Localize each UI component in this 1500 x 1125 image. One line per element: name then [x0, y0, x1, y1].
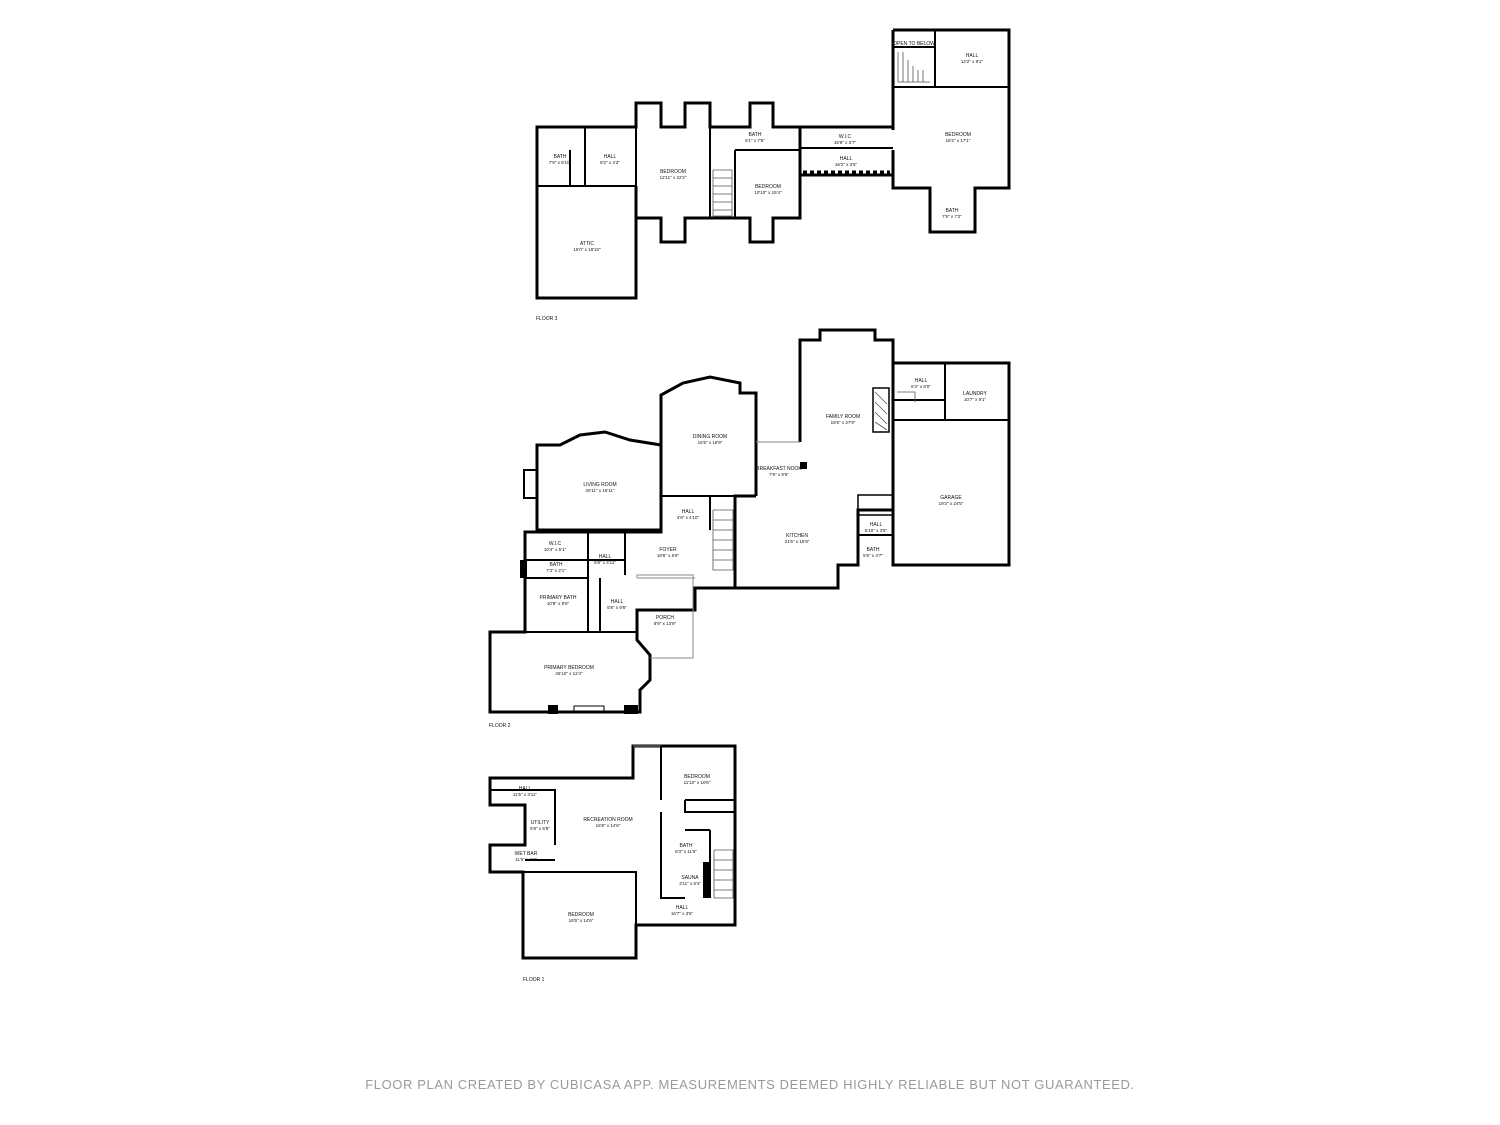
room-name: HALL: [676, 905, 689, 911]
room-dims: 10'10" x 15'4": [754, 190, 782, 195]
room-dims: 10'7" x 9'1": [964, 397, 987, 402]
room-dims: 6'3" x 6'0": [911, 384, 931, 389]
room-dims: 3'11" x 5'4": [679, 881, 701, 886]
room-name: GARAGE: [940, 495, 962, 501]
room-dims: 16'7" x 3'6": [671, 911, 694, 916]
room-name: BATH: [550, 562, 563, 568]
room-dims: 26'10" x 12'4": [555, 671, 583, 676]
room-name: HALL: [966, 53, 979, 59]
room-name: OPEN TO BELOW: [893, 41, 935, 47]
room-dims: 10'8" x 9'6": [547, 601, 570, 606]
room-dims: 18'6" x 6'8": [657, 553, 680, 558]
room-dims: 5'8" x 6'8": [530, 826, 550, 831]
room-dims: 11'5" x 3'4": [515, 857, 537, 862]
room-name: HALL: [599, 554, 612, 560]
room-dims: 5'10" x 3'5": [865, 528, 888, 533]
room-name: HALL: [611, 599, 624, 605]
room-name: HALL: [682, 509, 695, 515]
room-dims: 12'2" x 9'1": [961, 59, 984, 64]
floor-1-label: FLOOR 1: [523, 977, 545, 983]
room-dims: 8'2" x 4'3": [600, 160, 620, 165]
room-name: UTILITY: [531, 820, 550, 826]
room-name: RECREATION ROOM: [583, 817, 632, 823]
room-dims: 15'5" x 18'9": [698, 440, 723, 445]
room-name: BREAKFAST NOOK: [756, 466, 802, 472]
room-name: BEDROOM: [568, 912, 594, 918]
room-dims: 16'0" x 18'10": [573, 247, 601, 252]
floor-2-plan: [488, 328, 1011, 714]
room-dims: 18'2" x 17'1": [946, 138, 971, 143]
room-name: BATH: [680, 843, 693, 849]
room-dims: 7'3" x 2'1": [546, 568, 566, 573]
room-name: HALL: [870, 522, 883, 528]
room-dims: 11'10" x 10'6": [684, 780, 711, 785]
room-dims: 8'9" x 13'9": [654, 621, 677, 626]
room-name: WET BAR: [515, 851, 538, 857]
room-name: KITCHEN: [786, 533, 808, 539]
room-name: HALL: [604, 154, 617, 160]
room-dims: 11'5" x 3'11": [513, 792, 537, 797]
room-dims: 16'8" x 14'6": [596, 823, 621, 828]
room-dims: 7'9" x 8'10": [549, 160, 572, 165]
room-name: PORCH: [656, 615, 674, 621]
room-name: SAUNA: [681, 875, 699, 881]
room-dims: 15'6" x 27'9": [831, 420, 856, 425]
room-dims: 16'2" x 3'5": [835, 162, 858, 167]
floor-3-plan: [535, 28, 1011, 300]
room-name: PRIMARY BEDROOM: [544, 665, 594, 671]
room-dims: 20'11" x 15'11": [585, 488, 614, 493]
room-dims: 6'1" x 7'6": [745, 138, 765, 143]
floor-2-label: FLOOR 2: [489, 723, 511, 729]
room-dims: 7'9" x 8'6": [769, 472, 789, 477]
disclaimer-footer: FLOOR PLAN CREATED BY CUBICASA APP. MEAS…: [365, 1077, 1135, 1092]
room-name: BATH: [867, 547, 880, 553]
room-name: HALL: [519, 786, 532, 792]
room-name: DINING ROOM: [693, 434, 727, 440]
room-name: BATH: [749, 132, 762, 138]
room-name: HALL: [840, 156, 853, 162]
room-name: W.I.C: [839, 134, 852, 140]
room-name: BEDROOM: [684, 774, 710, 780]
room-dims: 21'6" x 15'9": [785, 539, 810, 544]
floor-3-label: FLOOR 3: [536, 316, 558, 322]
room-dims: 10'4" x 5'1": [544, 547, 567, 552]
room-dims: 8'3" x 11'5": [675, 849, 697, 854]
room-name: BATH: [946, 208, 959, 214]
room-dims: 5'8" x 9'6": [607, 605, 627, 610]
room-name: W.I.C: [549, 541, 562, 547]
room-dims: 5'6" x 4'7": [863, 553, 883, 558]
room-name: ATTIC: [580, 241, 594, 247]
room-name: LIVING ROOM: [583, 482, 616, 488]
room-name: BEDROOM: [755, 184, 781, 190]
room-name: FAMILY ROOM: [826, 414, 860, 420]
room-dims: 16'5" x 14'6": [569, 918, 594, 923]
room-dims: 15'8" x 3'7": [834, 140, 857, 145]
room-dims: 12'11" x 22'2": [660, 175, 687, 180]
room-name: BEDROOM: [945, 132, 971, 138]
room-name: FOYER: [659, 547, 677, 553]
room-name: BATH: [554, 154, 567, 160]
room-dims: 5'8" x 4'11": [594, 560, 616, 565]
room-name: LAUNDRY: [963, 391, 987, 397]
room-name: PRIMARY BATH: [540, 595, 577, 601]
room-name: BEDROOM: [660, 169, 686, 175]
room-dims: 4'8" x 4'10": [677, 515, 700, 520]
room-dims: 19'2" x 24'5": [939, 501, 964, 506]
floor-1-plan: [488, 744, 737, 960]
room-dims: 7'9" x 7'2": [942, 214, 962, 219]
room-name: HALL: [915, 378, 928, 384]
